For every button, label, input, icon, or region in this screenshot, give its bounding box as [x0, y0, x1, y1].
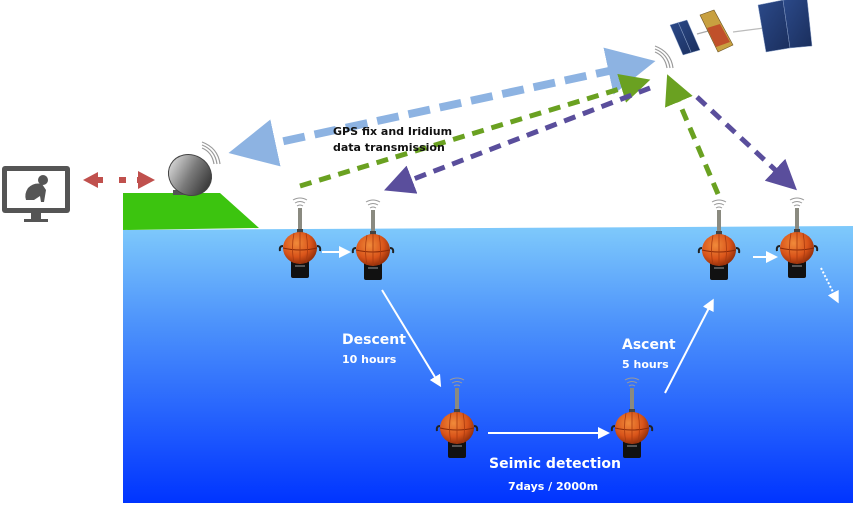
descent-duration: 10 hours	[342, 353, 397, 366]
monitor-station-link	[83, 171, 155, 189]
descent-arrow	[381, 289, 442, 388]
detection-title: Seimic detection	[489, 456, 622, 472]
ascent-arrow	[664, 298, 714, 394]
baby-silhouette-icon	[25, 175, 48, 202]
detection-detail: 7days / 2000m	[508, 480, 599, 493]
float4-downlink	[695, 95, 797, 191]
transmission-label-line1: GPS fix and Iridium	[333, 125, 453, 138]
land	[123, 193, 259, 230]
descent-title: Descent	[342, 332, 406, 348]
ocean	[123, 226, 853, 503]
computer-monitor-icon	[2, 166, 70, 222]
float2-downlink	[384, 85, 651, 194]
ascent-duration: 5 hours	[622, 358, 669, 371]
ascent-title: Ascent	[622, 337, 676, 353]
iridium-satellite-icon	[654, 0, 813, 69]
transmission-label-line2: data transmission	[333, 141, 445, 154]
next-descent-arrow	[820, 267, 839, 304]
satellite-dish-icon	[167, 141, 221, 197]
float3-uplink	[665, 74, 721, 195]
ground-satellite-link	[228, 47, 656, 167]
